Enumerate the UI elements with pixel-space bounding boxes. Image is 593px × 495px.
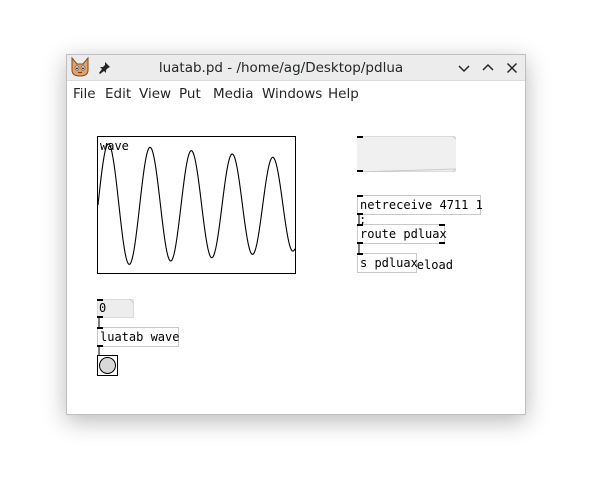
object-outlet[interactable] — [357, 242, 363, 244]
message-pdluax-reload[interactable]: ; pdluax reload — [357, 136, 456, 272]
object-inlet[interactable] — [357, 195, 363, 197]
menu-file[interactable]: File — [73, 86, 96, 102]
patch-canvas[interactable]: wave ; pdluax reload netreceive 4711 1 r… — [67, 107, 525, 414]
menu-help[interactable]: Help — [328, 86, 359, 102]
title-bar[interactable]: luatab.pd - /home/ag/Desktop/pdlua — [67, 55, 525, 81]
message-outlet[interactable] — [357, 170, 363, 172]
object-inlet[interactable] — [97, 327, 103, 329]
close-button[interactable] — [504, 60, 520, 76]
pd-cat-app-icon[interactable] — [69, 56, 91, 78]
object-outlet-right[interactable] — [439, 242, 445, 244]
message-box-outline — [357, 136, 456, 172]
maximize-button[interactable] — [480, 60, 496, 76]
message-inlet[interactable] — [357, 136, 363, 138]
object-route-text: route pdluax — [360, 227, 447, 241]
chevron-up-icon — [482, 63, 494, 71]
message-line-1: ; — [359, 213, 367, 227]
menu-put[interactable]: Put — [179, 86, 201, 102]
atom-outlet[interactable] — [97, 316, 103, 318]
atom-inlet[interactable] — [97, 299, 103, 301]
close-icon — [506, 62, 518, 74]
minimize-button[interactable] — [456, 60, 472, 76]
array-waveform — [98, 143, 295, 266]
array-name-label: wave — [100, 139, 129, 153]
menu-bar: File Edit View Put Media Windows Help — [67, 81, 525, 107]
menu-edit[interactable]: Edit — [105, 86, 132, 102]
object-inlet-right[interactable] — [439, 224, 445, 226]
object-outlet[interactable] — [97, 345, 103, 347]
window-title: luatab.pd - /home/ag/Desktop/pdlua — [158, 60, 404, 76]
object-route[interactable]: route pdluax — [357, 224, 447, 244]
object-inlet[interactable] — [357, 253, 363, 255]
object-send-text: s pdluax — [360, 256, 418, 270]
array-graph-wave[interactable]: wave — [97, 136, 296, 274]
number-atom-value: 0 — [99, 301, 107, 315]
chevron-down-icon — [458, 65, 470, 73]
object-send[interactable]: s pdluax — [357, 253, 418, 273]
pin-icon[interactable] — [97, 60, 111, 74]
bang-button[interactable] — [97, 355, 118, 376]
menu-windows[interactable]: Windows — [262, 86, 323, 102]
menu-media[interactable]: Media — [213, 86, 254, 102]
object-outlet[interactable] — [357, 213, 363, 215]
object-luatab-text: luatab wave — [100, 330, 180, 344]
menu-view[interactable]: View — [139, 86, 172, 102]
number-atom[interactable]: 0 — [97, 299, 134, 318]
object-netreceive-text: netreceive 4711 1 — [360, 198, 483, 212]
bang-circle-icon — [99, 357, 116, 374]
pd-patch-window: luatab.pd - /home/ag/Desktop/pdlua File … — [66, 54, 526, 415]
object-inlet[interactable] — [357, 224, 363, 226]
object-netreceive[interactable]: netreceive 4711 1 — [357, 195, 483, 215]
object-luatab[interactable]: luatab wave — [97, 327, 179, 347]
